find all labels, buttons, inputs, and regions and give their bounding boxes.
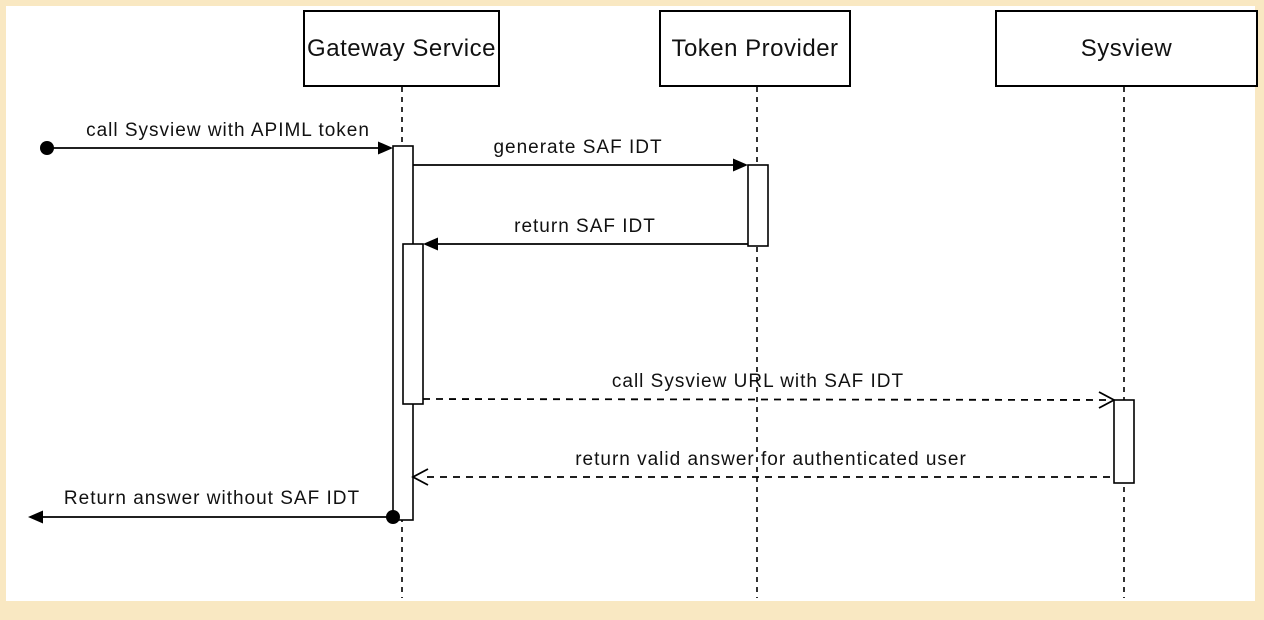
actor-box-sysview: Sysview <box>995 10 1258 87</box>
message-2-arrowhead <box>733 158 748 172</box>
message-4-label: call Sysview URL with SAF IDT <box>611 371 905 392</box>
actor-label-token-provider: Token Provider <box>671 34 839 62</box>
message-6-label: Return answer without SAF IDT <box>63 488 361 509</box>
message-5-arrowhead <box>411 468 429 486</box>
activation-bar-sysview <box>1113 399 1135 484</box>
actor-box-gateway-service: Gateway Service <box>303 10 500 87</box>
actor-box-token-provider: Token Provider <box>659 10 851 87</box>
message-2-label: generate SAF IDT <box>493 137 663 158</box>
message-1-label: call Sysview with APIML token <box>86 120 370 141</box>
message-6-arrowhead <box>28 510 43 524</box>
message-1-arrowhead <box>378 141 393 155</box>
message-5-label: return valid answer for authenticated us… <box>575 449 967 470</box>
activation-bar-gateway-nested <box>402 243 424 405</box>
message-3-arrowhead <box>423 237 438 251</box>
message-4-arrowhead <box>1098 391 1116 409</box>
message-4-line <box>422 398 1113 401</box>
activation-bar-token-provider <box>747 164 769 247</box>
actor-label-sysview: Sysview <box>1080 34 1173 62</box>
message-3-label: return SAF IDT <box>514 216 656 237</box>
diagram-canvas <box>6 6 1255 601</box>
actor-label-gateway-service: Gateway Service <box>307 34 496 62</box>
